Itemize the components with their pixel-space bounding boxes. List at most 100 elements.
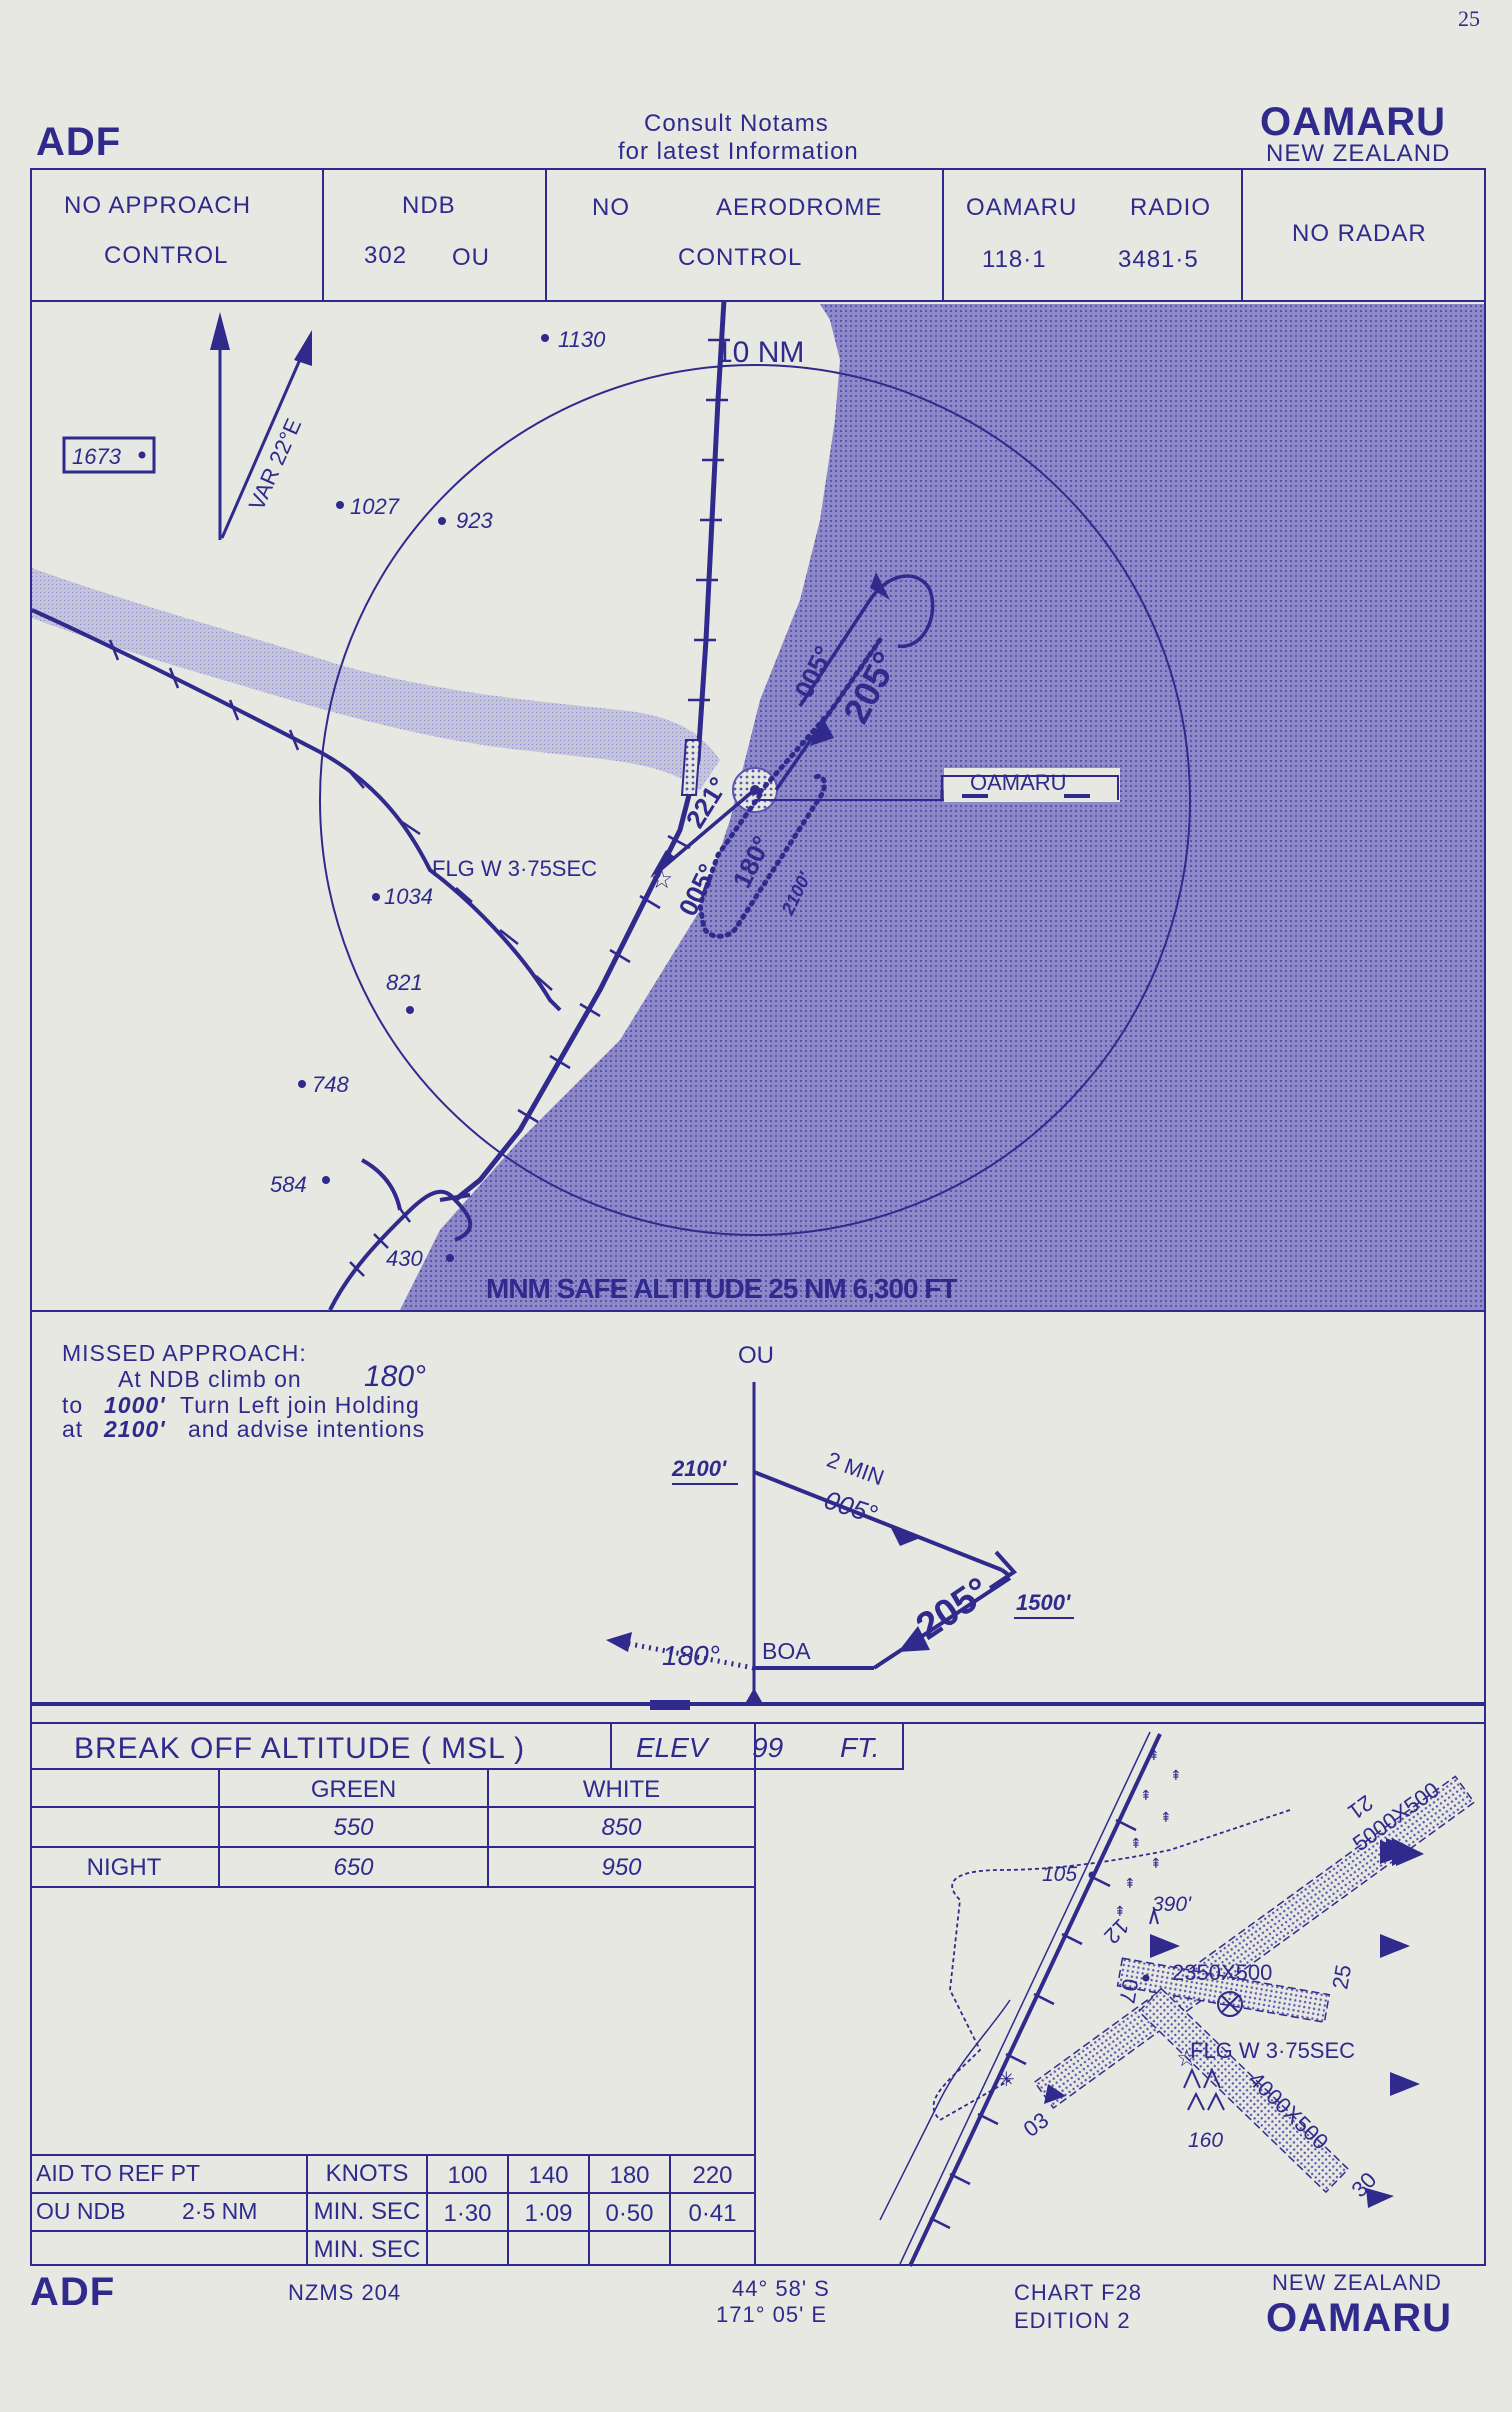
elevation-390: 390'	[1152, 1893, 1192, 1916]
range-label: 10 NM	[716, 336, 804, 369]
speed: 100	[447, 2162, 488, 2189]
svg-text:⇞: ⇞	[1160, 1809, 1172, 1825]
elevation-value: 99	[752, 1732, 784, 1763]
divider	[507, 2154, 509, 2266]
missed-arrow-icon	[606, 1632, 632, 1652]
railway-west	[31, 608, 562, 1012]
time: 1·09	[524, 2200, 573, 2227]
divider	[30, 1886, 754, 1888]
plan-frame	[30, 168, 1486, 1312]
profile-altitude-top: 2100'	[672, 1456, 727, 1481]
approach-control-2: CONTROL	[104, 242, 229, 269]
svg-text:⇞: ⇞	[1124, 1875, 1136, 1891]
aerodrome-label: AERODROME	[716, 194, 883, 221]
runway-designator-07: 07	[1114, 1976, 1144, 2006]
river	[32, 568, 720, 790]
time: 1·30	[443, 2200, 492, 2227]
svg-text:✳: ✳	[1384, 1843, 1401, 1865]
svg-text:⇞: ⇞	[1140, 1787, 1152, 1803]
radio-name: OAMARU	[966, 194, 1078, 221]
north-arrow-icon	[210, 312, 230, 350]
footer-airport: OAMARU	[1266, 2296, 1452, 2340]
missed-approach-line2: Turn Left join Holding	[180, 1392, 420, 1418]
map-reference: NZMS 204	[288, 2280, 402, 2305]
missed-approach-line1: At NDB climb on	[118, 1366, 302, 1392]
missed-approach-hold-altitude: 2100'	[104, 1416, 166, 1442]
notam-notice-1: Consult Notams	[644, 110, 829, 137]
airport-name: OAMARU	[1260, 100, 1446, 144]
missed-approach-heading: 180°	[364, 1360, 427, 1393]
profile-boa: BOA	[762, 1638, 811, 1664]
radio-label: RADIO	[1130, 194, 1212, 221]
divider	[218, 1768, 220, 1886]
ndb-ident: OU	[452, 244, 490, 271]
missed-approach-at: at	[62, 1416, 84, 1442]
white-value: 950	[601, 1854, 642, 1881]
spot-elevation: 1034	[384, 884, 433, 909]
approach-control-1: NO APPROACH	[64, 192, 252, 219]
aid-distance: 2·5 NM	[182, 2198, 258, 2224]
divider	[545, 168, 547, 300]
ndb-title: NDB	[402, 192, 456, 219]
svg-text:✳: ✳	[998, 2069, 1015, 2091]
radio-frequency-2: 3481·5	[1118, 246, 1199, 273]
spot-elevation: 584	[270, 1172, 307, 1197]
sea-area	[400, 304, 1484, 1310]
time: 0·41	[688, 2200, 737, 2227]
divider	[30, 2192, 754, 2194]
divider	[30, 300, 1486, 302]
elevation-label: ELEV	[636, 1732, 708, 1763]
plan-light-label: FLG W 3·75SEC	[432, 856, 597, 881]
time: 0·50	[605, 2200, 654, 2227]
footer-approach-type: ADF	[30, 2270, 116, 2314]
obstacle-icon	[1187, 2091, 1225, 2111]
missed-approach-title: MISSED APPROACH:	[62, 1340, 307, 1366]
spot-elevation: 748	[312, 1072, 349, 1097]
runway-designator-25: 25	[1327, 1962, 1357, 1992]
svg-text:⇞: ⇞	[1170, 1767, 1182, 1783]
country-name: NEW ZEALAND	[1266, 140, 1451, 167]
aid-name: OU NDB	[36, 2198, 126, 2224]
chart-edition: EDITION 2	[1014, 2308, 1131, 2333]
spot-elevation: 923	[456, 508, 493, 533]
runway-03-21	[1033, 1775, 1476, 2109]
spot-elevation: 1027	[350, 494, 400, 519]
variation-arrow-icon	[294, 330, 312, 366]
town-name: OAMARU	[970, 770, 1067, 795]
svg-text:⇞: ⇞	[1114, 1903, 1126, 1919]
bottom-frame	[30, 1704, 1486, 2266]
aerodrome-diagram: ☆ ✳ ✳ ⇞⇞⇞ ⇞⇞⇞ ⇞⇞	[879, 1731, 1476, 2267]
inbound-arrow-icon	[810, 716, 834, 746]
range-circle	[319, 364, 1191, 1236]
elevation-160: 160	[1188, 2129, 1224, 2152]
min-sec-label-2: MIN. SEC	[313, 2236, 421, 2263]
divider	[1241, 168, 1243, 300]
radar-status: NO RADAR	[1292, 220, 1427, 247]
divider	[754, 1722, 756, 2266]
aerodrome-control: CONTROL	[678, 244, 803, 271]
aid-label: AID TO REF PT	[36, 2160, 201, 2186]
speed: 180	[609, 2162, 650, 2189]
svg-text:☆: ☆	[1176, 2045, 1198, 2072]
chart-number: CHART F28	[1014, 2280, 1143, 2305]
missed-approach-climb-altitude: 1000'	[104, 1392, 166, 1418]
inbound-arrow-icon	[898, 1626, 930, 1652]
elevation-unit: FT.	[840, 1732, 880, 1763]
divider	[942, 168, 944, 300]
svg-text:⇞: ⇞	[1148, 1747, 1160, 1763]
svg-text:⇞: ⇞	[1130, 1835, 1142, 1851]
aerodrome-symbol	[680, 739, 702, 796]
page-number: 25	[1458, 6, 1480, 31]
divider	[30, 2230, 754, 2232]
obstacle-icon	[1183, 2067, 1221, 2089]
ndb-marker-icon	[746, 1688, 762, 1702]
divider	[426, 2154, 428, 2266]
missed-approach-line3: and advise intentions	[188, 1416, 426, 1442]
speed: 220	[692, 2162, 733, 2189]
green-value: 550	[333, 1814, 374, 1841]
ndb-frequency: 302	[364, 242, 408, 269]
runway-07-25	[1116, 1957, 1331, 2024]
spot-elevations: 1130 1027 923 1034 821 748 584 430	[270, 327, 606, 1271]
